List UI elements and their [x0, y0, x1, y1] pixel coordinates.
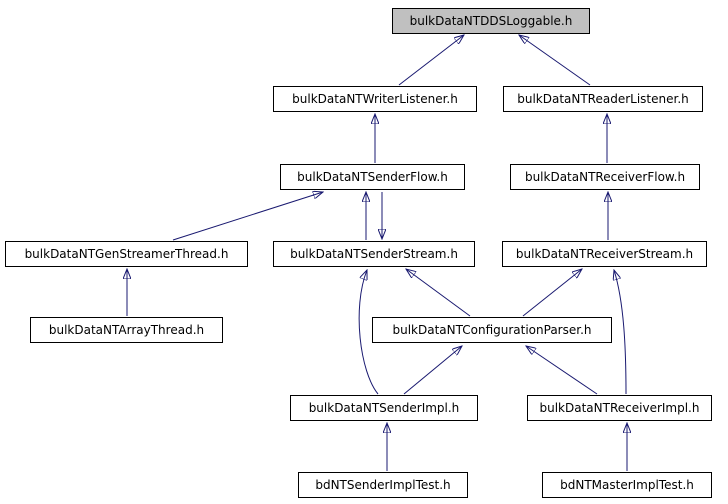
node-bulkdatantsenderstream[interactable]: bulkDataNTSenderStream.h — [273, 241, 475, 267]
edge-senderimpl-to-configparser — [403, 346, 462, 395]
edge-configparser-to-senderstream — [406, 269, 471, 317]
edge-receiverimpl-to-receiverstream — [614, 270, 627, 395]
node-bulkdatantconfigurationparser[interactable]: bulkDataNTConfigurationParser.h — [372, 317, 612, 343]
node-bulkdatantreceiverflow[interactable]: bulkDataNTReceiverFlow.h — [510, 164, 700, 190]
edge-senderimpl-to-senderstream — [358, 270, 379, 395]
node-bdntmasterimpltest[interactable]: bdNTMasterImplTest.h — [542, 472, 712, 498]
edge-configparser-to-receiverstream — [522, 269, 582, 317]
edge-receiverimpl-to-configparser — [526, 346, 598, 395]
edge-readerlistener-to-ddsloggable — [519, 35, 591, 86]
node-bulkdatantsenderimpl[interactable]: bulkDataNTSenderImpl.h — [290, 395, 478, 421]
node-bdntsenderimpltest[interactable]: bdNTSenderImplTest.h — [298, 472, 468, 498]
node-bulkdatantreceiverimpl[interactable]: bulkDataNTReceiverImpl.h — [527, 395, 712, 421]
node-bulkdatantreaderlistener[interactable]: bulkDataNTReaderListener.h — [503, 86, 703, 112]
node-bulkdatantreceiverstream[interactable]: bulkDataNTReceiverStream.h — [502, 241, 707, 267]
node-bulkdatantarraythread[interactable]: bulkDataNTArrayThread.h — [30, 317, 223, 343]
node-bulkdatantgenstreamerthread[interactable]: bulkDataNTGenStreamerThread.h — [5, 241, 248, 267]
edge-writerlistener-to-ddsloggable — [398, 35, 464, 86]
node-bulkdatantsenderflow[interactable]: bulkDataNTSenderFlow.h — [280, 164, 465, 190]
edge-genstreamerthread-to-senderflow — [172, 192, 323, 241]
node-bulkdatantddsloggable[interactable]: bulkDataNTDDSLoggable.h — [392, 8, 590, 34]
node-bulkdatantwriterlistener[interactable]: bulkDataNTWriterListener.h — [273, 86, 477, 112]
